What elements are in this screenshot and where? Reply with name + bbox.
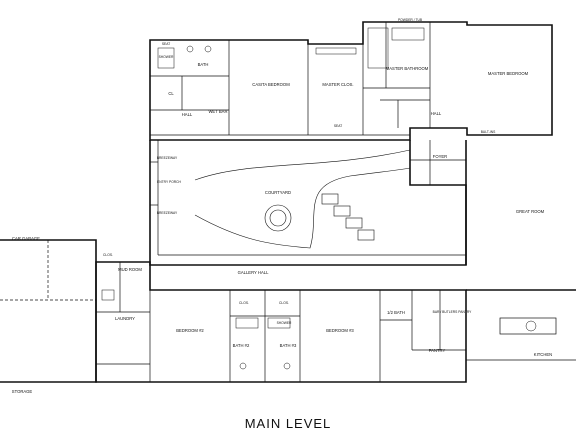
room-label: ENTRY PORCH [157,180,181,184]
room-label: BATH #2 [233,343,250,348]
room-label: PANTRY [429,348,446,353]
room-label: CLOS. [239,301,249,305]
room-label: BATH [198,62,209,67]
room-label: BAR / BUTLERS PANTRY [433,310,473,314]
room-label: BREEZEWAY [157,211,178,215]
page-title: MAIN LEVEL [244,416,332,431]
room-label: BREEZEWAY [157,156,178,160]
room-label: MUD ROOM [118,267,142,272]
room-label: CAR GARAGE [12,236,40,241]
room-label: POWDER / TUB [398,18,423,22]
room-label: BEDROOM #3 [326,328,354,333]
room-label: 1/2 BATH [387,310,405,315]
room-label: LAUNDRY [115,316,135,321]
room-label: CASITA BEDROOM [252,82,290,87]
room-label: BULT-INS [481,130,496,134]
courtyard-features [194,149,411,249]
room-label: HALL [182,112,193,117]
room-label: BATH #3 [280,343,297,348]
room-label: MASTER BEDROOM [488,71,529,76]
room-label: HALL [431,111,442,116]
interior-walls [0,22,576,382]
exterior-walls [0,21,576,383]
room-label: KITCHEN [534,352,552,357]
room-label: WET BAR [208,109,227,114]
room-label: SEAT [334,124,342,128]
room-label: BEDROOM #2 [176,328,204,333]
room-label: COURTYARD [265,190,291,195]
room-label: SHOWER [277,321,292,325]
room-label: SHOWER [159,55,174,59]
room-label: FOYER [433,154,447,159]
room-label: STORAGE [12,389,33,394]
room-label: GREAT ROOM [516,209,545,214]
room-label: CLOS. [279,301,289,305]
room-label: MASTER BATHROOM [386,66,429,71]
room-label: CL [168,91,174,96]
fixtures [101,27,537,370]
room-label: CLOS. [103,253,113,257]
room-label: MASTER CLOS. [322,82,353,87]
room-labels: SEAT SHOWER BATH CL HALL WET BAR CASITA … [12,18,552,394]
room-label: GALLERY HALL [238,270,269,275]
room-label: SEAT [162,42,170,46]
